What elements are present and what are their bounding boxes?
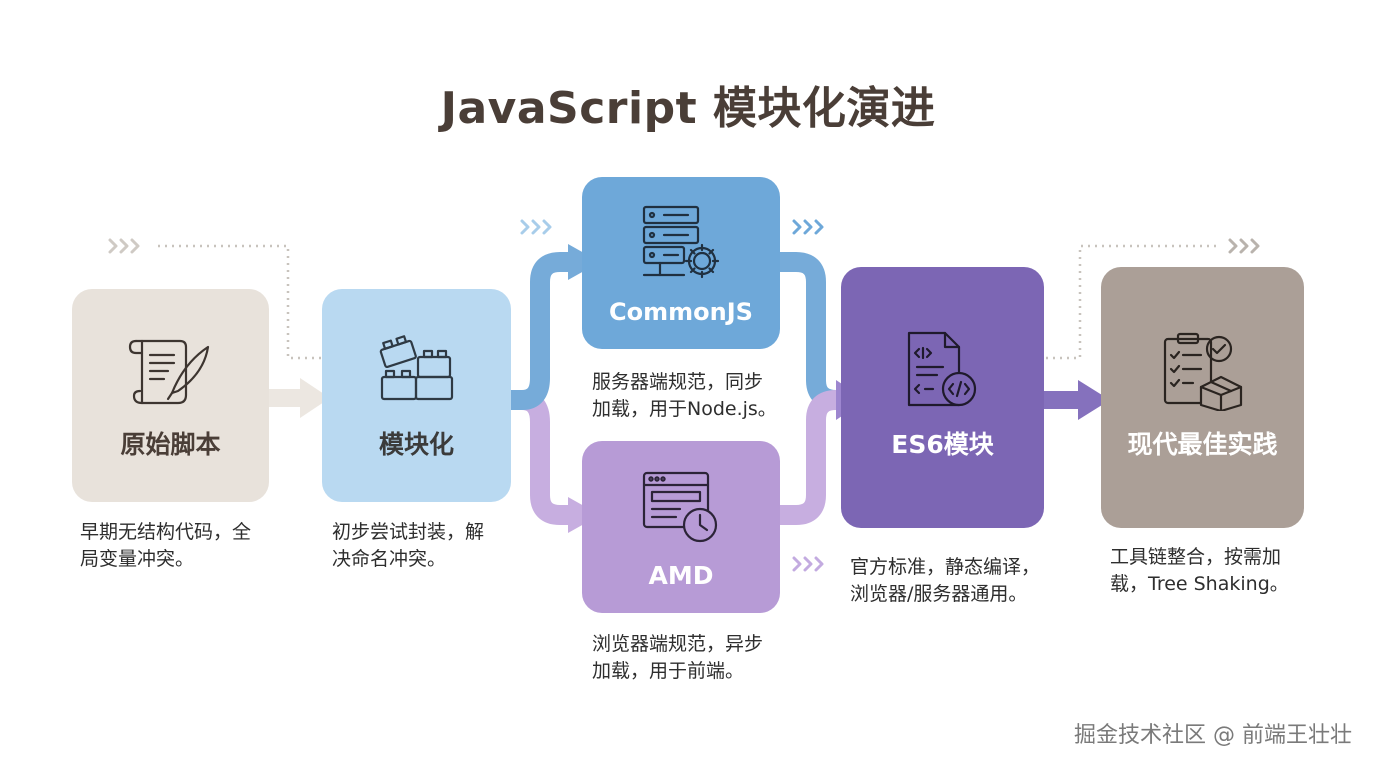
node-es6-label: ES6模块: [891, 430, 994, 459]
desc-amd: 浏览器端规范，异步 加载，用于前端。: [592, 631, 763, 685]
code-file-icon: [907, 331, 977, 407]
desc-raw: 早期无结构代码，全 局变量冲突。: [80, 519, 251, 573]
server-gear-icon: [642, 205, 720, 279]
node-es6: ES6模块: [841, 267, 1044, 528]
desc-modular-line-2: 决命名冲突。: [332, 548, 447, 570]
desc-es6-line-1: 官方标准，静态编译，: [850, 556, 1041, 578]
desc-modular: 初步尝试封装，解 决命名冲突。: [332, 519, 484, 573]
chevrons-amd-right-icon: [792, 556, 824, 572]
connector-modular-amd: [510, 390, 574, 525]
desc-commonjs-line-2: 加载，用于Node.js。: [592, 398, 777, 420]
desc-best-line-2: 载，Tree Shaking。: [1110, 573, 1289, 595]
arrow-es6-to-best: [1043, 380, 1110, 420]
chevrons-commonjs-right-icon: [792, 219, 824, 235]
desc-amd-line-2: 加载，用于前端。: [592, 660, 745, 682]
node-commonjs-label: CommonJS: [609, 298, 753, 326]
watermark: 掘金技术社区 @ 前端王壮壮: [1074, 723, 1352, 748]
node-raw-script: 原始脚本: [72, 289, 269, 502]
checklist-box-icon: [1163, 332, 1243, 411]
desc-es6: 官方标准，静态编译， 浏览器/服务器通用。: [850, 554, 1040, 608]
desc-commonjs-line-1: 服务器端规范，同步: [592, 371, 764, 393]
desc-es6-line-2: 浏览器/服务器通用。: [850, 583, 1028, 605]
node-amd: AMD: [582, 441, 780, 613]
desc-best-line-1: 工具链整合，按需加: [1110, 546, 1282, 568]
desc-commonjs: 服务器端规范，同步 加载，用于Node.js。: [592, 369, 777, 423]
scroll-quill-icon: [128, 339, 210, 405]
node-amd-label: AMD: [648, 561, 714, 590]
connector-modular-commonjs: [510, 252, 574, 410]
node-best-label: 现代最佳实践: [1127, 430, 1278, 459]
node-modular-label: 模块化: [378, 430, 454, 459]
page-title: JavaScript 模块化演进: [440, 83, 936, 134]
desc-modular-line-1: 初步尝试封装，解: [332, 521, 485, 543]
node-best-practice: 现代最佳实践: [1101, 267, 1304, 528]
arrow-raw-to-modular: [268, 378, 330, 418]
chevrons-raw-icon: [108, 238, 140, 254]
desc-raw-line-2: 局变量冲突。: [80, 548, 195, 570]
browser-clock-icon: [642, 471, 718, 543]
desc-best: 工具链整合，按需加 载，Tree Shaking。: [1110, 544, 1289, 598]
connector-amd-es6: [780, 390, 842, 525]
building-blocks-icon: [379, 335, 454, 401]
node-modular: 模块化: [322, 289, 511, 502]
node-commonjs: CommonJS: [582, 177, 780, 349]
connector-commonjs-es6: [780, 252, 842, 410]
chevrons-best-icon: [1228, 238, 1260, 254]
desc-raw-line-1: 早期无结构代码，全: [80, 521, 252, 543]
dotted-connector-raw-modular: [158, 244, 322, 360]
node-raw-label: 原始脚本: [120, 430, 221, 459]
chevrons-commonjs-left-icon: [520, 219, 552, 235]
desc-amd-line-1: 浏览器端规范，异步: [592, 633, 764, 655]
